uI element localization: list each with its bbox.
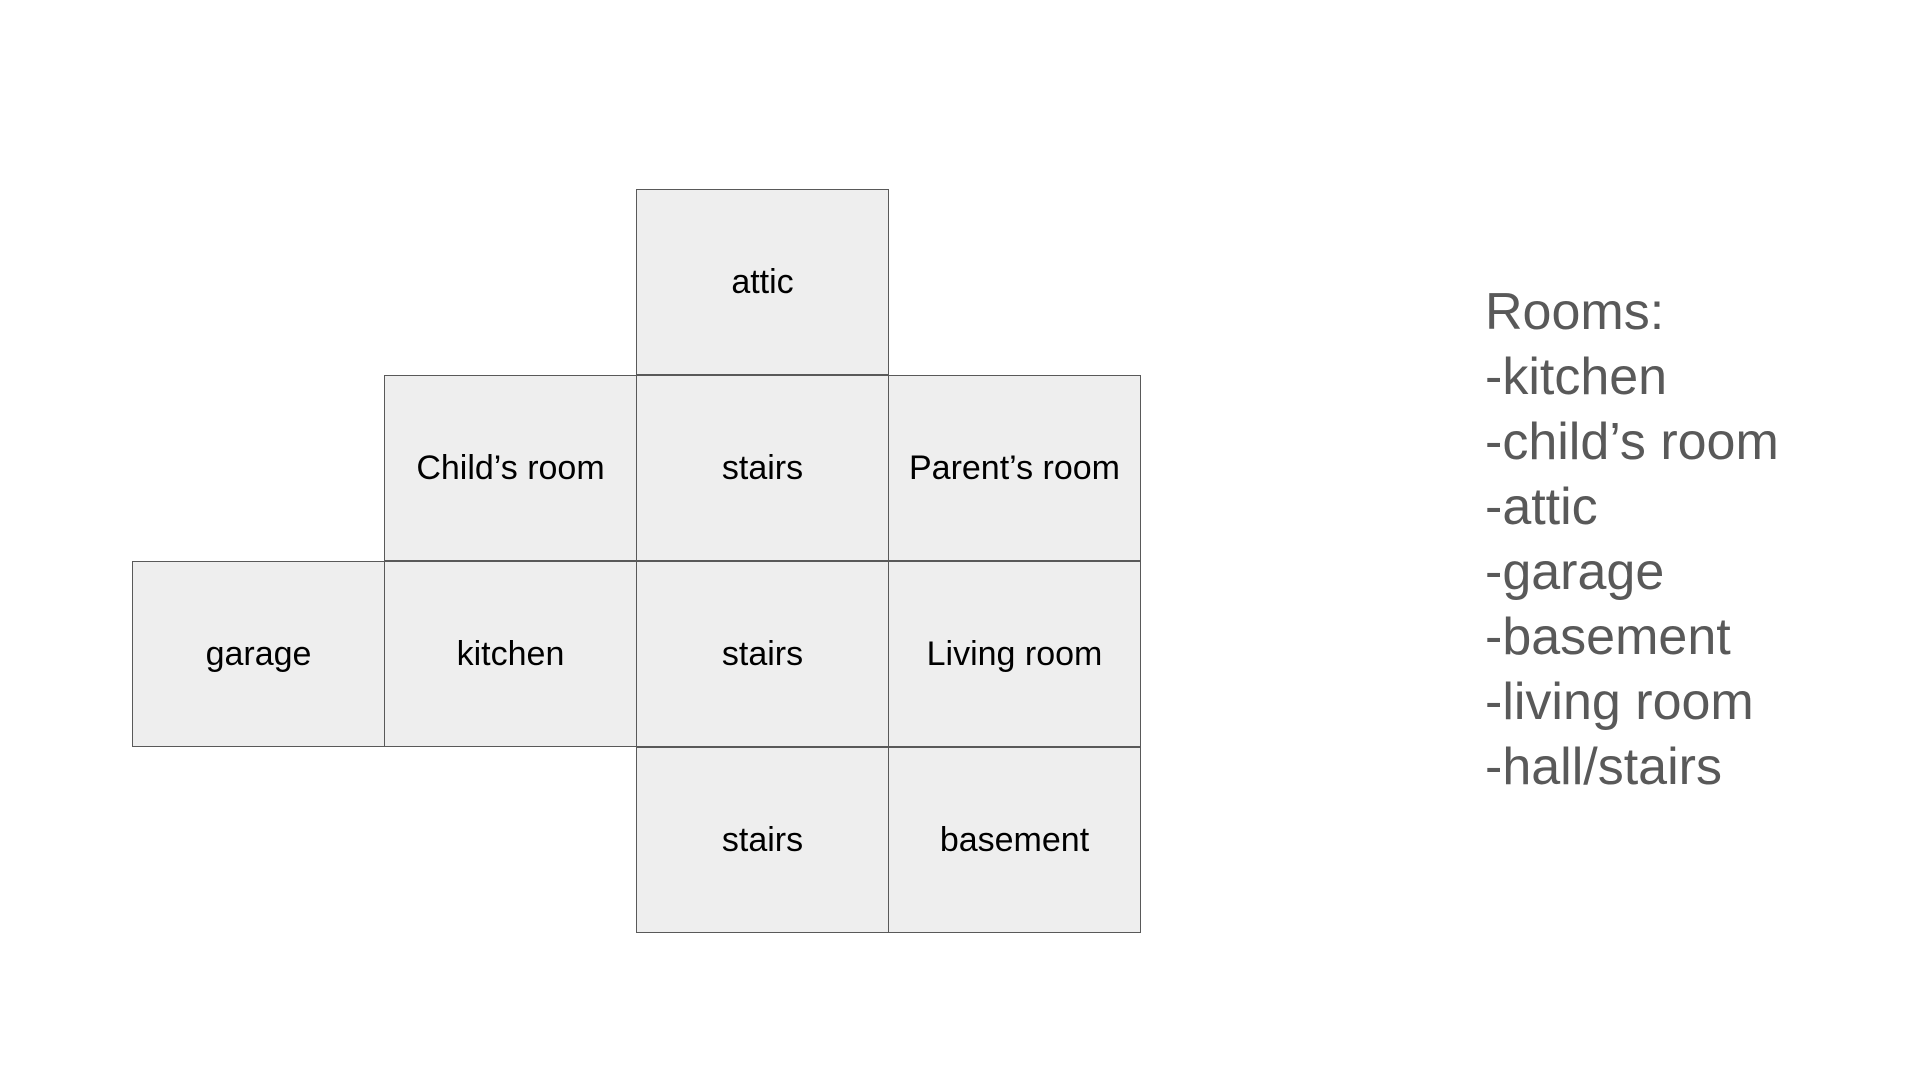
room-childs-room: Child’s room [384,375,637,561]
room-stairs-lower: stairs [636,747,889,933]
room-kitchen: kitchen [384,561,637,747]
room-stairs-middle: stairs [636,561,889,747]
room-basement: basement [888,747,1141,933]
legend-item: -garage [1485,543,1665,601]
room-garage: garage [132,561,385,747]
room-living-room: Living room [888,561,1141,747]
rooms-legend: Rooms: -kitchen -child’s room -attic -ga… [1485,280,1779,800]
legend-item: -hall/stairs [1485,738,1722,796]
legend-item: -living room [1485,673,1754,731]
room-stairs-upper: stairs [636,375,889,561]
legend-item: -kitchen [1485,348,1668,406]
legend-title: Rooms: [1485,283,1665,341]
legend-item: -basement [1485,608,1731,666]
legend-item: -attic [1485,478,1598,536]
room-parents-room: Parent’s room [888,375,1141,561]
room-attic: attic [636,189,889,375]
legend-item: -child’s room [1485,413,1779,471]
